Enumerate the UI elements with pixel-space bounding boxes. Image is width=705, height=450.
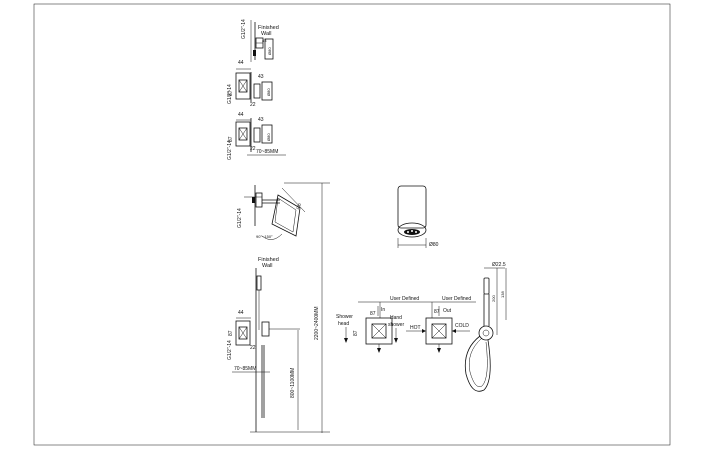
sheet-border xyxy=(33,3,671,446)
dim-22-5: Ø22.5 xyxy=(492,262,506,268)
dim-70-85-b: 70~85MM xyxy=(234,366,256,372)
dim-87-f: 87 xyxy=(434,309,440,315)
shower-head-label-1: Shower xyxy=(336,314,353,320)
dim-87-b: 87 xyxy=(228,136,234,142)
dim-70-85-a: 70~85MM xyxy=(256,149,278,155)
finished-wall-label-2: Finished xyxy=(258,257,279,263)
thread-label-5: G1/2"-14 xyxy=(227,340,233,360)
dim-80-d: Ø80 xyxy=(429,242,439,248)
hand-shower-side-group: Finished Wall 44 87 G1/2"-14 22 70~85MM … xyxy=(227,257,330,433)
dim-87-d: 87 xyxy=(353,330,359,336)
dim-22-c: 22 xyxy=(250,345,256,351)
angle-label: 90°~150° xyxy=(256,234,273,239)
dim-80-a: Ø80 xyxy=(267,47,272,55)
dim-44-c: 44 xyxy=(238,310,244,316)
user-defined-1: User Defined xyxy=(390,296,419,302)
dim-22-b: 22 xyxy=(250,146,256,152)
valve-group-1: 44 G1/2"-14 87 43 Ø80 22 xyxy=(227,60,273,108)
shower-head-side-group: G1/2"-14 180 90°~150° 2200~2400MM xyxy=(237,182,330,433)
thread-label-2: G1/2"-14 xyxy=(227,84,233,104)
user-defined-2: User Defined xyxy=(442,296,471,302)
dim-2200-2400: 2200~2400MM xyxy=(314,307,320,341)
hand-shower-label-1: Hand xyxy=(390,315,402,321)
shower-head-label-2: head xyxy=(338,321,349,327)
dim-180-a: 180 xyxy=(295,202,303,211)
thread-label-1: G1/2"-14 xyxy=(241,19,247,39)
thread-label-4: G1/2"-14 xyxy=(237,208,243,228)
in-label: In xyxy=(381,307,385,313)
dim-200: 200 xyxy=(491,295,496,302)
valve-plan-group: User Defined User Defined Shower head In… xyxy=(336,296,476,353)
valve-group-2: 44 G1/2"-14 87 43 Ø80 22 70~85MM xyxy=(227,112,286,160)
dim-80-c: Ø80 xyxy=(266,133,271,141)
out-label: Out xyxy=(443,308,452,314)
hand-shower-label-2: shower xyxy=(388,322,404,328)
dim-87-e: 87 xyxy=(370,311,376,317)
dim-87-c: 87 xyxy=(228,330,234,336)
finished-wall-label-1: Finished xyxy=(258,25,279,31)
dim-87-a: 87 xyxy=(228,90,234,96)
cold-label: COLD xyxy=(455,323,469,329)
dim-44-b: 44 xyxy=(238,112,244,118)
dim-800-1100: 800~1100MM xyxy=(290,368,296,398)
dim-80-b: Ø80 xyxy=(266,88,271,96)
dim-22-a: 22 xyxy=(250,102,256,108)
hand-shower-front-group: Ø22.5 200 138 xyxy=(464,262,507,392)
dim-43-b: 43 xyxy=(258,74,264,80)
wall-label-2: Wall xyxy=(262,263,273,269)
hot-label: HOT xyxy=(410,325,421,331)
wall-outlet-group: G1/2"-14 Finished Wall 43 Ø80 xyxy=(241,19,279,62)
wall-label-1: Wall xyxy=(261,31,272,37)
dim-138: 138 xyxy=(500,291,505,298)
thread-label-3: G1/2"-14 xyxy=(227,140,233,160)
dim-44-a: 44 xyxy=(238,60,244,66)
shower-head-front-group: Ø80 xyxy=(397,185,439,248)
dim-43-c: 43 xyxy=(258,117,264,123)
